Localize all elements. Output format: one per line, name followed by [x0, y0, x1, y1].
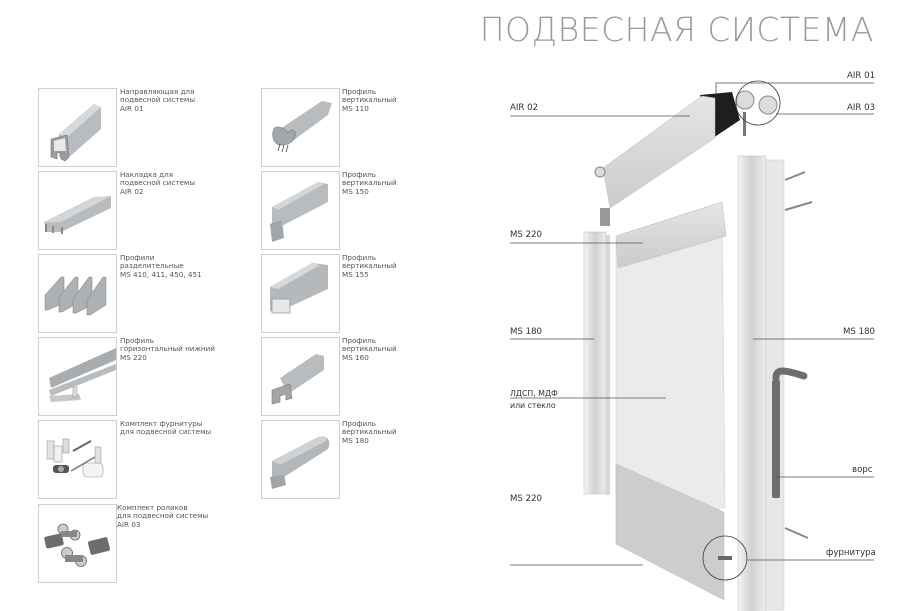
callout-air01: AIR 01 [847, 71, 876, 81]
callout-panel-material-alt: или стекло [510, 401, 556, 410]
ms180-vertical-profile-icon [270, 436, 330, 489]
callout-ms180-left: MS 180 [510, 327, 543, 337]
divider-profiles-icon [44, 276, 107, 316]
callout-brush: ворс [852, 465, 873, 475]
card-ms150 [261, 171, 340, 250]
air02-cover-profile-icon [44, 196, 111, 234]
card-air01 [38, 88, 117, 167]
roller-kit-icon [44, 523, 110, 567]
ms155-vertical-profile-icon [270, 263, 328, 314]
card-hardware-kit [38, 420, 117, 499]
card-roller-kit [38, 504, 117, 583]
page-title: ПОДВЕСНАЯ СИСТЕМА [479, 10, 874, 49]
ms150-vertical-profile-icon [270, 182, 328, 242]
card-air02 [38, 171, 117, 250]
card-ms220 [38, 337, 117, 416]
callout-ms220-top: MS 220 [510, 230, 543, 240]
callout-ms220-bottom: MS 220 [510, 494, 543, 504]
callout-hardware: фурнитура [826, 548, 876, 558]
ms160-vertical-profile-icon [271, 354, 324, 405]
card-ms155 [261, 254, 340, 333]
card-ms180 [261, 420, 340, 499]
ms220-horizontal-profile-icon [49, 348, 116, 402]
callout-air02: AIR 02 [510, 103, 539, 113]
card-divider-profiles [38, 254, 117, 333]
hardware-kit-icon [46, 438, 104, 478]
exploded-door-diagram [510, 80, 874, 611]
card-ms160 [261, 337, 340, 416]
ms110-vertical-profile-icon [272, 101, 332, 153]
callout-panel-material: ЛДСП, МДФ [510, 389, 558, 398]
card-ms110 [261, 88, 340, 167]
air01-rail-profile-icon [50, 104, 101, 162]
callout-ms180-right: MS 180 [843, 327, 876, 337]
callout-air03: AIR 03 [847, 103, 876, 113]
